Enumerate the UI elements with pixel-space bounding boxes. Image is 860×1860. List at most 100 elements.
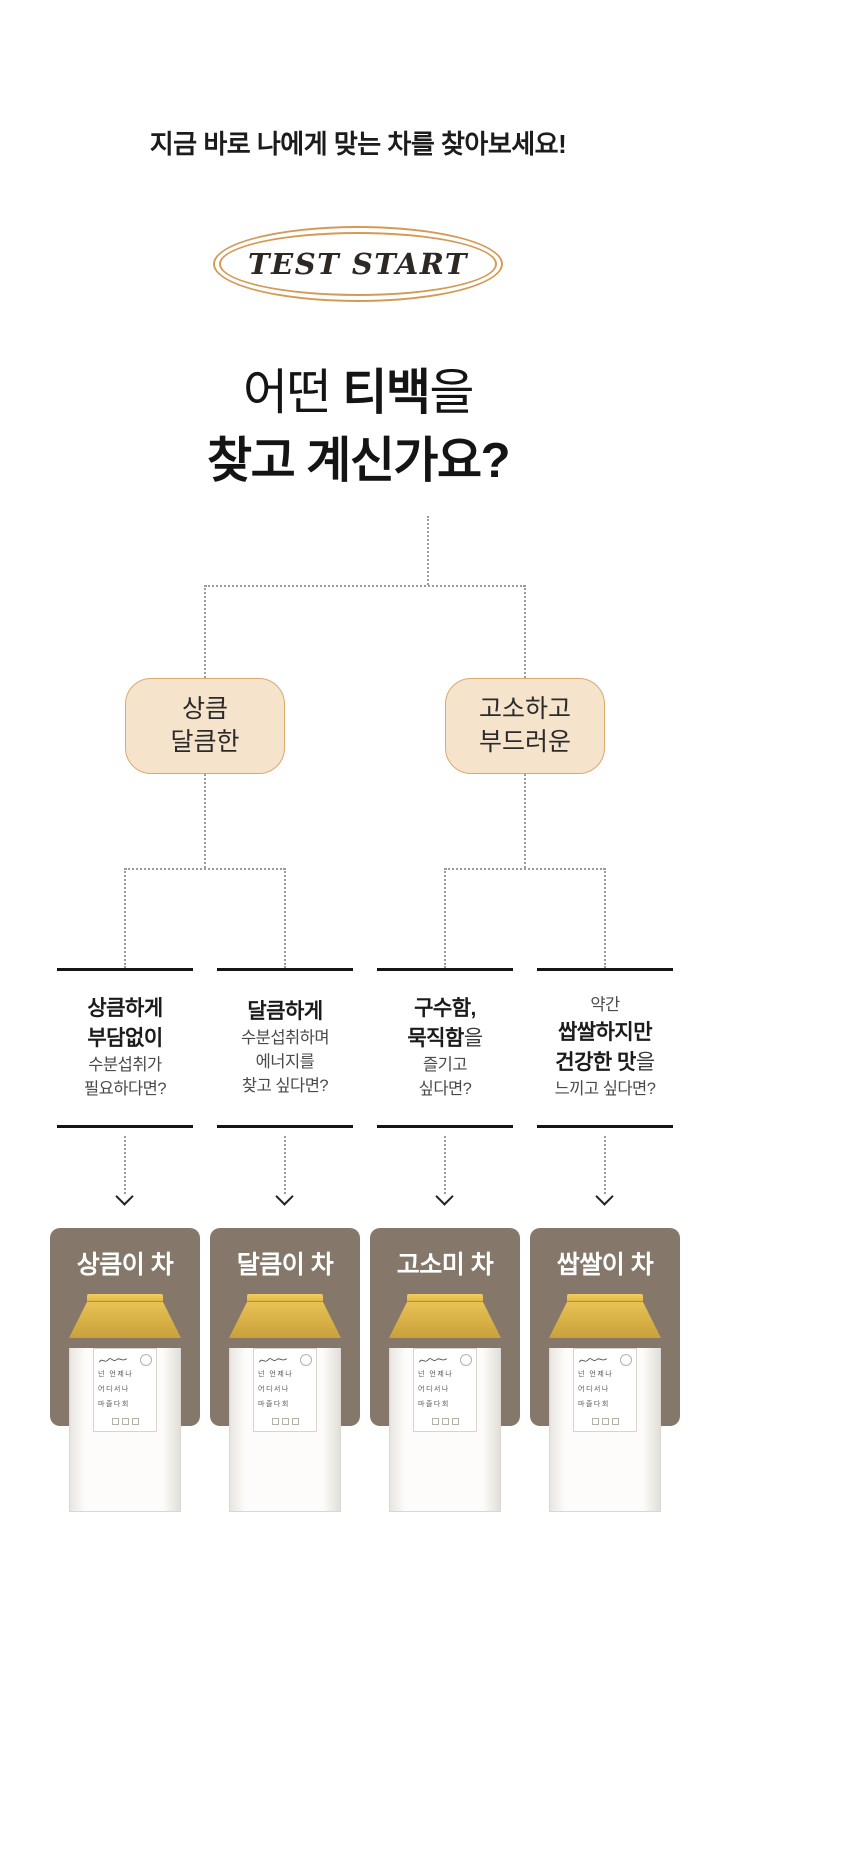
cert-icon (601, 1417, 609, 1425)
arrow-down-icon (115, 1187, 134, 1206)
package-label-line: 어디서나 (258, 1385, 290, 1393)
cert-icon (271, 1417, 279, 1425)
branch-fresh-sweet[interactable]: 상큼 달큼한 (125, 678, 285, 774)
option-line: 부담없이 (87, 1024, 163, 1054)
option-line: 필요하다면? (83, 1079, 167, 1098)
package-label-line: 넌 언제나 (98, 1371, 134, 1378)
result-card-title: 고소미 차 (396, 1251, 494, 1279)
option-line-bold: 묵직함 (407, 1027, 464, 1051)
cert-icon (131, 1417, 139, 1425)
cert-icon (431, 1417, 439, 1425)
connector-stem (427, 516, 429, 585)
package-gold-top (389, 1302, 501, 1338)
cert-icon (291, 1417, 299, 1425)
stamp-icon (300, 1354, 312, 1366)
option-line: 구수함, (414, 994, 476, 1024)
option-bitter-healthy: 약간 쌉쌀하지만 건강한 맛을 느끼고 싶다면? (537, 968, 673, 1128)
script-icon (418, 1357, 448, 1363)
script-icon (578, 1357, 608, 1363)
connector-branch-right (524, 585, 526, 678)
connector-level2-right (445, 868, 605, 870)
option-line: 에너지를 (255, 1052, 315, 1071)
cert-icon (441, 1417, 449, 1425)
result-card-title: 달큼이 차 (236, 1251, 334, 1279)
connector-option3 (444, 868, 446, 968)
arrow-stem (124, 1136, 126, 1194)
package-label-line: 넌 언제나 (418, 1371, 454, 1378)
tea-package-image: 넌 언제나 어디서나 마즐다회 (389, 1294, 501, 1512)
package-gold-seal (87, 1294, 163, 1303)
option-line: 쌉쌀하지만 (557, 1018, 653, 1048)
connector-right-stem (524, 774, 526, 868)
cert-icon (591, 1417, 599, 1425)
connector-left-stem (204, 774, 206, 868)
script-icon (258, 1357, 288, 1363)
package-label: 넌 언제나 어디서나 마즐다회 (93, 1348, 157, 1432)
option-line: 달큼하게 (247, 997, 323, 1027)
option-line: 수분섭취하며 (240, 1029, 330, 1048)
option-line: 즐기고 (422, 1055, 468, 1074)
package-gold-top (549, 1302, 661, 1338)
stamp-icon (460, 1354, 472, 1366)
option-line-bold: 구수함, (414, 997, 476, 1021)
branch-nutty-soft[interactable]: 고소하고 부드러운 (445, 678, 605, 774)
option-line: 느끼고 싶다면? (554, 1079, 656, 1098)
label-cert-icons (98, 1417, 152, 1425)
package-label-line: 마즐다회 (98, 1400, 130, 1408)
option-line-bold: 부담없이 (87, 1027, 163, 1051)
package-label-line: 어디서나 (418, 1385, 450, 1393)
package-label-line: 어디서나 (578, 1385, 610, 1393)
connector-option4 (604, 868, 606, 968)
tea-package-image: 넌 언제나 어디서나 마즐다회 (69, 1294, 181, 1512)
arrow-down-icon (595, 1187, 614, 1206)
option-sweet-energy: 달큼하게 수분섭취하며 에너지를 찾고 싶다면? (217, 968, 353, 1128)
package-gold-seal (407, 1294, 483, 1303)
label-cert-icons (418, 1417, 472, 1425)
package-gold-top (229, 1302, 341, 1338)
package-body: 넌 언제나 어디서나 마즐다회 (549, 1348, 661, 1512)
script-icon (98, 1357, 128, 1363)
branch-label-line: 고소하고 (478, 695, 571, 723)
option-line-bold: 건강한 맛 (555, 1051, 636, 1074)
option-line: 찾고 싶다면? (241, 1076, 329, 1095)
question-line1-pre: 어떤 (242, 366, 343, 420)
package-gold-seal (567, 1294, 643, 1303)
arrow-stem (444, 1136, 446, 1194)
option-nutty-rich: 구수함, 묵직함을 즐기고 싶다면? (377, 968, 513, 1128)
cert-icon (451, 1417, 459, 1425)
result-card-title: 상큼이 차 (76, 1251, 174, 1279)
option-line: 약간 (590, 996, 620, 1015)
question-line1: 어떤 티백을 (0, 360, 716, 428)
option-line-bold: 쌉쌀하지만 (557, 1021, 653, 1045)
package-label-line: 마즐다회 (258, 1400, 290, 1408)
package-label-header (418, 1354, 472, 1366)
arrow-down-icon (275, 1187, 294, 1206)
branch-label-line: 달큼한 (170, 728, 240, 756)
option-line: 수분섭취가 (88, 1055, 162, 1074)
cert-icon (611, 1417, 619, 1425)
cert-icon (111, 1417, 119, 1425)
test-start-button[interactable]: TEST START (213, 226, 503, 302)
result-card-gosomi[interactable]: 고소미 차 넌 언제나 어디서나 마즐다회 (370, 1228, 520, 1512)
option-line: 건강한 맛을 (555, 1048, 655, 1078)
option-line-rest: 을 (463, 1027, 483, 1051)
label-cert-icons (578, 1417, 632, 1425)
cert-icon (281, 1417, 289, 1425)
option-line: 싶다면? (418, 1079, 472, 1098)
question-line2: 찾고 계신가요? (206, 433, 511, 488)
option-line: 묵직함을 (407, 1024, 483, 1054)
package-label: 넌 언제나 어디서나 마즐다회 (253, 1348, 317, 1432)
package-label-header (98, 1354, 152, 1366)
question-title: 어떤 티백을 찾고 계신가요? (0, 360, 716, 495)
question-line1-post: 을 (429, 366, 474, 420)
arrow-stem (604, 1136, 606, 1194)
package-label-line: 넌 언제나 (258, 1371, 294, 1378)
result-card-title: 쌉쌀이 차 (556, 1251, 654, 1279)
result-card-dalkeum[interactable]: 달큼이 차 넌 언제나 어디서나 마즐다회 (210, 1228, 360, 1512)
result-card-ssapssal[interactable]: 쌉쌀이 차 넌 언제나 어디서나 마즐다회 (530, 1228, 680, 1512)
result-card-sangkeum[interactable]: 상큼이 차 넌 언제나 어디서나 마즐다회 (50, 1228, 200, 1512)
arrow-down-icon (435, 1187, 454, 1206)
branch-label-line: 부드러운 (478, 728, 571, 756)
tea-package-image: 넌 언제나 어디서나 마즐다회 (549, 1294, 661, 1512)
